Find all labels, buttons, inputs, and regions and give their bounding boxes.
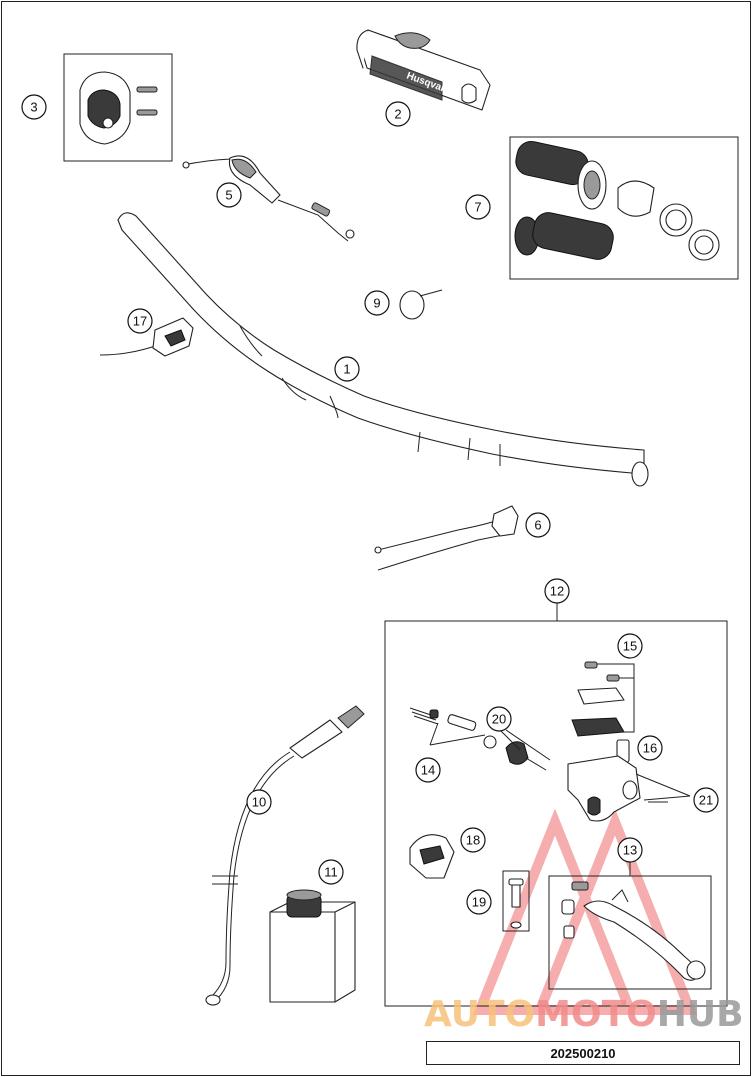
watermark-text: AUTOMOTOHUB [424,994,744,1035]
svg-text:5: 5 [225,188,232,203]
part-19-box [502,870,530,932]
svg-text:14: 14 [421,763,435,778]
callout-3: 3 [21,94,47,120]
part-17-switch [99,317,194,357]
callout-7: 7 [465,194,491,220]
callout-10: 10 [246,789,272,815]
callout-9: 9 [364,290,390,316]
part-9-cable-tie [399,289,443,320]
callout-1: 1 [334,356,360,382]
svg-text:20: 20 [492,712,506,727]
part-20-seal [499,729,551,771]
part-15-reservoir-lid [571,661,635,737]
callout-21: 21 [693,787,719,813]
svg-text:2: 2 [394,107,401,122]
callout-12: 12 [544,578,570,604]
part-3-clamp [79,71,158,145]
svg-text:15: 15 [623,639,637,654]
callout-20: 20 [486,706,512,732]
part-12-box [384,620,728,1007]
callout-6: 6 [525,512,551,538]
callout-13: 13 [617,837,643,863]
svg-text:6: 6 [534,518,541,533]
part-2-bar-pad: Husqvarna [356,29,491,111]
svg-text:19: 19 [472,895,486,910]
callout-11: 11 [318,859,344,885]
callout-19: 19 [466,889,492,915]
part-11-fluid-can [269,889,356,1003]
part-6-kill-switch [374,505,519,571]
svg-text:7: 7 [474,200,481,215]
part-7-box [509,136,739,280]
part-3-box [63,53,173,162]
callout-16: 16 [637,735,663,761]
watermark-logo [472,808,698,1015]
svg-text:17: 17 [133,314,147,329]
callout-17: 17 [127,308,153,334]
svg-text:10: 10 [252,795,266,810]
part-13-lever [561,881,706,981]
callout-2: 2 [385,101,411,127]
watermark-part-auto: AUTO [424,994,535,1035]
svg-text:21: 21 [699,793,713,808]
part-14-piston [409,707,497,749]
svg-text:3: 3 [30,100,37,115]
watermark-part-moto: MOTO [535,994,657,1035]
part-5-throttle-cable [182,155,355,242]
callout-14: 14 [415,757,441,783]
callout-15: 15 [617,633,643,659]
svg-text:11: 11 [324,865,338,880]
master-cylinder-body [567,755,641,822]
svg-text:1: 1 [343,362,350,377]
callout-5: 5 [216,182,242,208]
part-7-grips [514,140,720,261]
svg-text:18: 18 [466,833,480,848]
svg-text:13: 13 [623,843,637,858]
part-1-handlebar [117,212,649,487]
part-21-pins [635,773,691,803]
svg-text:12: 12 [550,584,564,599]
part-19-bolt [508,878,524,929]
svg-text:16: 16 [643,741,657,756]
callout-18: 18 [460,827,486,853]
watermark-part-hub: HUB [657,994,744,1035]
svg-text:9: 9 [373,296,380,311]
document-code: 202500210 [426,1041,740,1065]
part-18-cover [409,834,455,879]
